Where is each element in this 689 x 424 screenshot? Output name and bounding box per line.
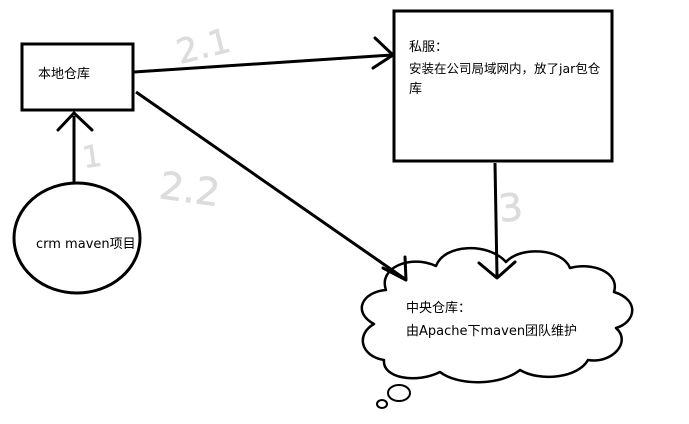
step-label-2-2: 2.2: [157, 163, 223, 215]
arrow-private-to-central: [493, 162, 499, 277]
local-repo-box: [20, 42, 135, 112]
project-label: crm maven项目: [36, 237, 136, 252]
step-label-3: 3: [496, 185, 525, 231]
thought-bubble-small: [376, 399, 388, 409]
arrow-local-to-private: [133, 53, 393, 74]
local-repo-label: 本地仓库: [38, 67, 91, 82]
private-server-desc-line1: 安装在公司局域网内，放了jar包仓: [409, 61, 601, 76]
step-label-1: 1: [80, 139, 104, 176]
arrowhead-local-to-central: [381, 255, 408, 282]
central-repo-desc: 由Apache下maven团队维护: [406, 324, 578, 339]
arrowhead-private-to-central: [477, 260, 517, 280]
private-server-desc-line2: 库: [409, 82, 423, 97]
arrowhead-local-to-private: [371, 36, 395, 70]
thought-bubble-large: [387, 384, 411, 402]
private-server-title: 私服：: [409, 40, 449, 55]
arrowhead-project-to-local: [56, 111, 94, 132]
private-server-box: [392, 9, 614, 163]
arrow-local-to-central: [135, 90, 406, 281]
central-repo-title: 中央仓库：: [406, 301, 472, 316]
project-circle: [12, 181, 142, 295]
central-repo-cloud: [360, 247, 634, 384]
